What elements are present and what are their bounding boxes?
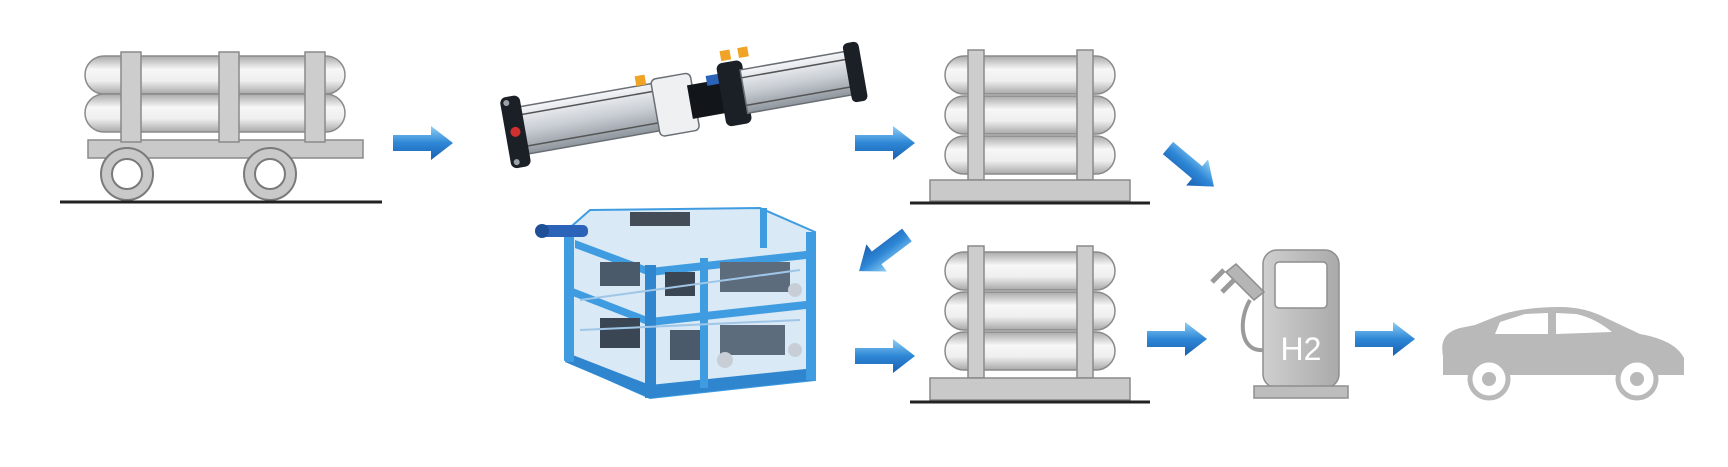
flow-arrow-4 (848, 221, 918, 285)
storage-cylinder-bank-icon (910, 49, 1150, 205)
storage-cylinder-bank-icon (910, 245, 1150, 404)
compressor-skid-icon (535, 206, 816, 400)
dispenser-label: H2 (1281, 331, 1322, 367)
flow-arrow-1 (393, 126, 453, 160)
flow-arrow-5 (855, 339, 915, 373)
flow-arrow-2 (855, 126, 915, 160)
fuel-dispenser-icon: H2 (1210, 249, 1349, 399)
booster-compressor-icon (500, 41, 868, 169)
car-icon (1442, 307, 1684, 401)
flow-arrow-6 (1147, 322, 1207, 356)
flow-arrow-7 (1355, 322, 1415, 356)
tube-trailer-icon (60, 51, 382, 204)
flow-arrow-3 (1157, 134, 1225, 200)
